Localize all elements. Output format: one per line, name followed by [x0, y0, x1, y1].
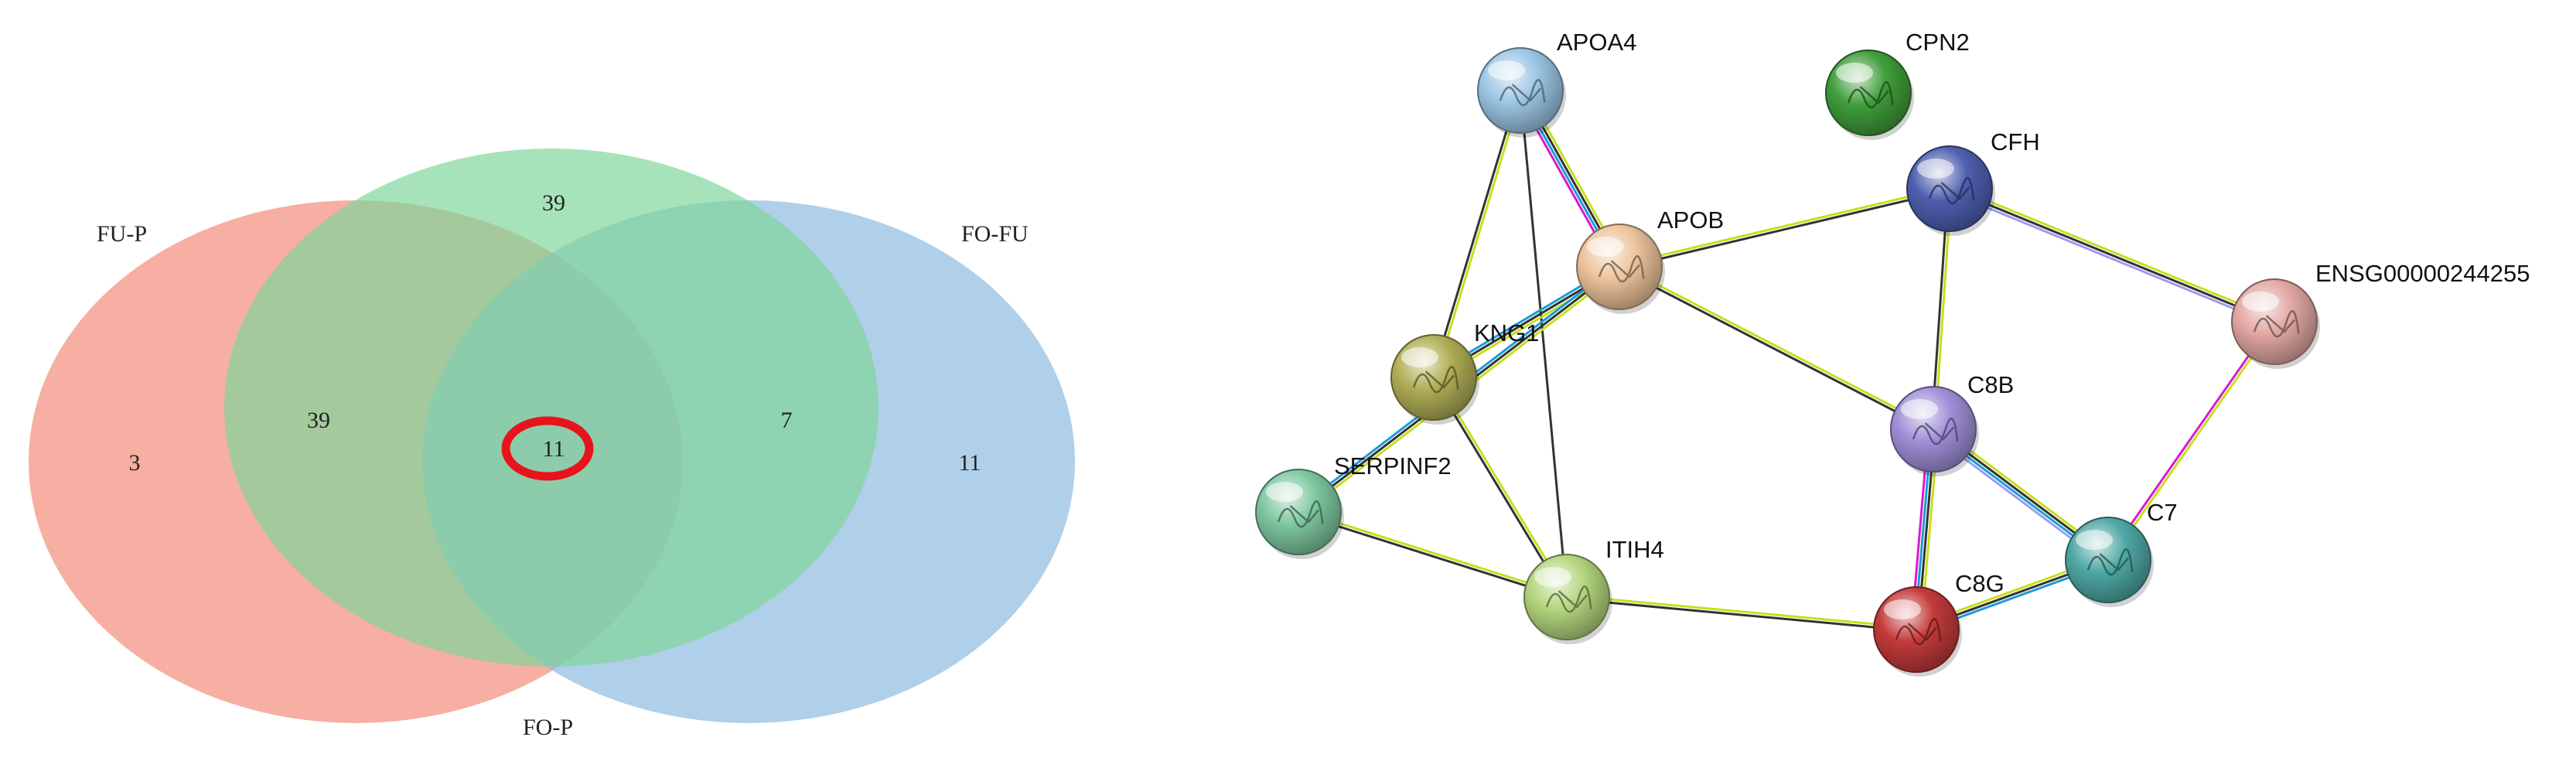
- node-gloss: [2076, 530, 2113, 550]
- edge-apob-cfh: [1619, 186, 1950, 270]
- node-gloss: [1917, 159, 1954, 179]
- node-ensg[interactable]: ENSG00000244255: [2231, 260, 2530, 369]
- edge-apoa4-kng1: [1431, 89, 1523, 379]
- node-gloss: [1884, 599, 1921, 619]
- node-cfh[interactable]: CFH: [1906, 128, 2040, 236]
- edge-evidence-line: [2106, 319, 2274, 560]
- edge-evidence-line: [1619, 189, 1950, 270]
- venn-label-fop: FO-P: [523, 715, 573, 740]
- edge-apoa4-itih4: [1519, 90, 1568, 598]
- protein-structure-icon: [1545, 585, 1592, 613]
- protein-structure-icon: [1895, 618, 1942, 646]
- edge-evidence-line: [1431, 89, 1520, 377]
- venn-set-fop: [224, 148, 879, 667]
- venn-count-fop-fofu: 7: [781, 408, 793, 433]
- edge-serpinf2-itih4: [1297, 509, 1568, 600]
- venn-count-fop-only: 39: [542, 190, 565, 216]
- node-label: APOB: [1657, 206, 1724, 234]
- edge-cfh-ensg: [1947, 184, 2277, 326]
- venn-count-fofu-only: 11: [959, 450, 981, 476]
- node-itih4[interactable]: ITIH4: [1523, 536, 1664, 644]
- edge-evidence-line: [1566, 597, 1916, 633]
- venn-diagram: FU-P FO-FU FO-P 3 39 11 39 7 11: [29, 148, 1075, 740]
- node-gloss: [1488, 60, 1525, 80]
- node-c7[interactable]: C7: [2065, 499, 2178, 607]
- protein-structure-icon: [1912, 418, 1959, 445]
- edge-itih4-c8g: [1566, 594, 1917, 633]
- edge-ensg-c7: [2106, 319, 2277, 562]
- node-apob[interactable]: APOB: [1576, 206, 1724, 314]
- edge-evidence-line: [1297, 512, 1567, 600]
- node-gloss: [1266, 482, 1303, 502]
- venn-count-fup-fop: 39: [307, 408, 330, 433]
- node-apoa4[interactable]: APOA4: [1477, 29, 1636, 138]
- protein-structure-icon: [1598, 255, 1645, 283]
- edge-evidence-line: [2108, 322, 2277, 562]
- node-kng1[interactable]: KNG1: [1390, 319, 1539, 425]
- node-label: ENSG00000244255: [2315, 260, 2530, 287]
- node-cpn2[interactable]: CPN2: [1825, 29, 1970, 140]
- venn-highlight-ring: [501, 416, 594, 481]
- edge-evidence-line: [1947, 190, 2274, 326]
- venn-label-fofu: FO-FU: [961, 221, 1029, 247]
- edge-evidence-line: [1434, 90, 1523, 379]
- node-label: APOA4: [1557, 29, 1636, 56]
- edge-apob-c8b: [1618, 264, 1935, 432]
- edge-evidence-line: [1519, 90, 1568, 598]
- node-label: C8B: [1967, 371, 2014, 398]
- node-gloss: [2242, 292, 2279, 312]
- edge-evidence-line: [1298, 509, 1568, 597]
- protein-structure-icon: [1928, 177, 1975, 205]
- node-gloss: [1534, 567, 1571, 587]
- node-label: C8G: [1955, 570, 2005, 597]
- node-serpinf2[interactable]: SERPINF2: [1255, 452, 1452, 559]
- node-gloss: [1901, 399, 1938, 419]
- protein-structure-icon: [1277, 500, 1324, 528]
- node-gloss: [1836, 63, 1873, 83]
- protein-structure-icon: [2253, 310, 2300, 338]
- protein-structure-icon: [1847, 81, 1894, 109]
- node-label: CFH: [1991, 128, 2040, 155]
- edge-evidence-line: [1949, 187, 2275, 323]
- edge-evidence-line: [1619, 186, 1950, 267]
- node-label: CPN2: [1906, 29, 1970, 56]
- venn-label-fup: FU-P: [97, 221, 147, 247]
- protein-structure-icon: [2086, 548, 2134, 576]
- edge-evidence-line: [1618, 267, 1933, 432]
- node-c8g[interactable]: C8G: [1873, 570, 2005, 677]
- node-label: C7: [2147, 499, 2178, 526]
- protein-structure-icon: [1412, 366, 1459, 394]
- node-label: ITIH4: [1605, 536, 1664, 563]
- node-gloss: [1401, 347, 1438, 367]
- edge-evidence-line: [1567, 594, 1917, 630]
- edge-evidence-line: [1950, 184, 2277, 320]
- protein-structure-icon: [1499, 79, 1546, 107]
- node-label: KNG1: [1474, 319, 1539, 346]
- node-label: SERPINF2: [1334, 452, 1452, 479]
- node-gloss: [1587, 237, 1624, 257]
- node-c8b[interactable]: C8B: [1890, 371, 2014, 476]
- venn-count-all-three: 11: [543, 436, 565, 462]
- edge-layer: [1295, 87, 2277, 634]
- edge-evidence-line: [1619, 264, 1935, 429]
- venn-count-fup-only: 3: [129, 450, 141, 476]
